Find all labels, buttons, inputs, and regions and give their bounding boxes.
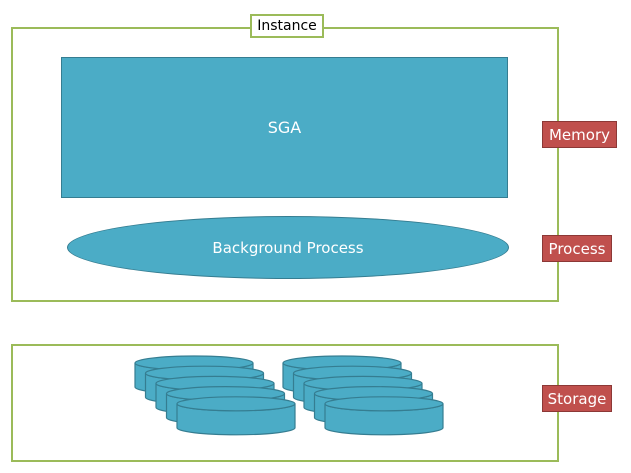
background-process-label: Background Process (212, 238, 364, 257)
instance-label: Instance (250, 14, 324, 38)
sga-block: SGA (61, 57, 508, 198)
memory-tag: Memory (542, 121, 617, 148)
process-tag: Process (542, 235, 612, 262)
disk-cylinder (324, 396, 444, 436)
disk-cylinder (176, 396, 296, 436)
storage-tag: Storage (542, 385, 612, 412)
background-process-ellipse: Background Process (67, 216, 509, 279)
sga-label: SGA (267, 118, 302, 137)
